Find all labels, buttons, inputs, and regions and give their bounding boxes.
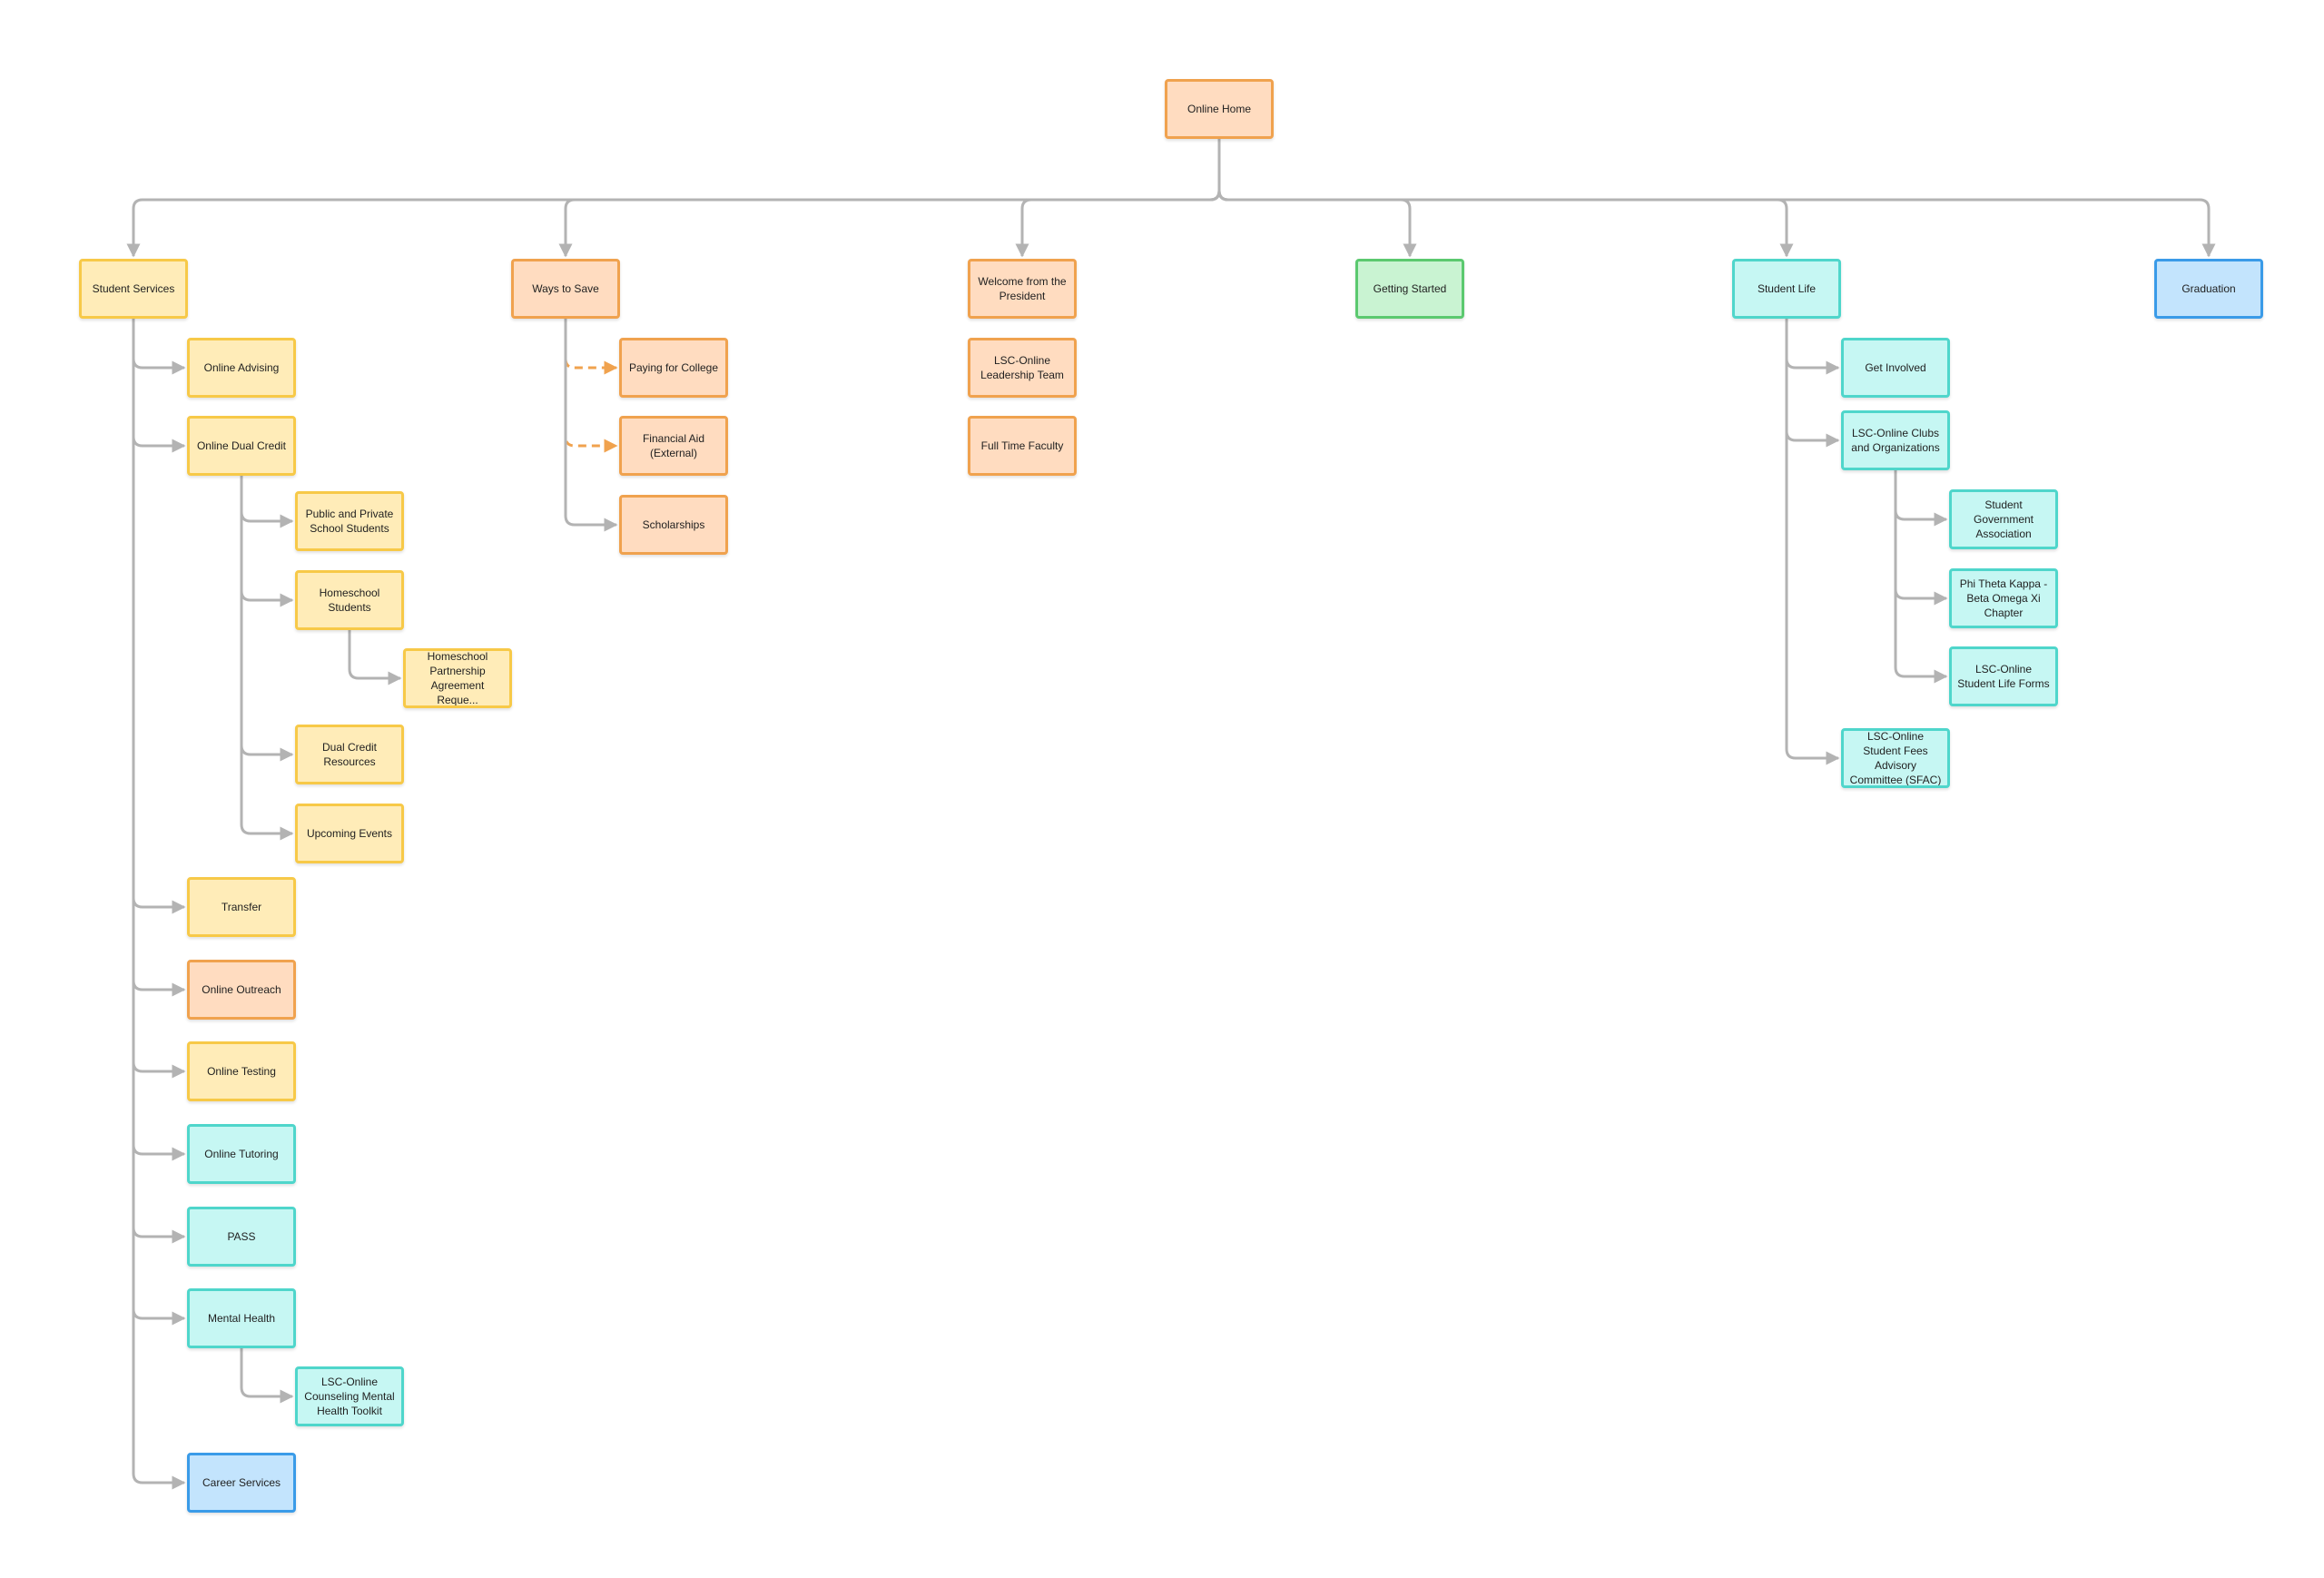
node-pass[interactable]: PASS [187, 1207, 296, 1267]
connector-clubs-orgs-to-phi-theta-kappa [1894, 470, 1948, 606]
node-online-testing[interactable]: Online Testing [187, 1041, 296, 1101]
connector-student-services-to-mental-health [132, 319, 186, 1326]
connector-mental-health-to-counseling-toolkit [240, 1348, 294, 1404]
node-graduation[interactable]: Graduation [2154, 259, 2263, 319]
node-label: Ways to Save [532, 282, 599, 295]
connector-online-dual-credit-to-upcoming-events [240, 476, 294, 841]
connector-online-home-to-student-services [126, 139, 1221, 258]
node-financial-aid[interactable]: Financial Aid (External) [619, 416, 728, 476]
connector-online-home-to-student-life [1217, 139, 1794, 258]
node-label: Homeschool Students [319, 587, 380, 614]
node-student-services[interactable]: Student Services [79, 259, 188, 319]
node-scholarships[interactable]: Scholarships [619, 495, 728, 555]
node-label: LSC-Online Student Fees Advisory Committ… [1849, 730, 1942, 786]
connector-online-dual-credit-to-dual-credit-resources [240, 476, 294, 762]
connector-online-dual-credit-to-public-private [240, 476, 294, 528]
node-label: Welcome from the President [978, 275, 1067, 302]
node-paying-for-college[interactable]: Paying for College [619, 338, 728, 398]
node-phi-theta-kappa[interactable]: Phi Theta Kappa - Beta Omega Xi Chapter [1949, 568, 2058, 628]
node-label: LSC-Online Clubs and Organizations [1851, 427, 1940, 454]
node-label: Phi Theta Kappa - Beta Omega Xi Chapter [1959, 577, 2048, 619]
node-getting-started[interactable]: Getting Started [1355, 259, 1464, 319]
node-label: Online Outreach [202, 983, 281, 996]
node-label: Get Involved [1865, 361, 1926, 374]
connector-ways-to-save-to-scholarships [564, 319, 618, 532]
connector-student-services-to-online-advising [132, 319, 186, 375]
node-online-outreach[interactable]: Online Outreach [187, 960, 296, 1020]
node-public-private[interactable]: Public and Private School Students [295, 491, 404, 551]
node-get-involved[interactable]: Get Involved [1841, 338, 1950, 398]
node-sfac[interactable]: LSC-Online Student Fees Advisory Committ… [1841, 728, 1950, 788]
node-label: Online Advising [203, 361, 280, 374]
node-upcoming-events[interactable]: Upcoming Events [295, 804, 404, 863]
node-label: Homeschool Partnership Agreement Reque..… [427, 650, 488, 706]
connector-student-life-to-clubs-orgs [1785, 319, 1840, 448]
connector-ways-to-save-to-financial-aid [564, 319, 618, 453]
node-label: Transfer [221, 901, 262, 913]
connector-student-services-to-online-testing [132, 319, 186, 1079]
connector-clubs-orgs-to-sga [1894, 470, 1948, 527]
node-label: Upcoming Events [306, 827, 393, 840]
node-label: Dual Credit Resources [321, 741, 378, 768]
connector-student-services-to-transfer [132, 319, 186, 914]
connector-online-home-to-welcome-president [1015, 139, 1221, 258]
node-label: Scholarships [642, 518, 705, 531]
node-online-advising[interactable]: Online Advising [187, 338, 296, 398]
connector-student-services-to-career-services [132, 319, 186, 1490]
node-label: Graduation [2181, 282, 2236, 295]
node-label: Online Testing [207, 1065, 276, 1078]
node-label: Online Tutoring [204, 1148, 279, 1160]
node-label: LSC-Online Leadership Team [980, 354, 1064, 381]
node-label: Online Dual Credit [196, 439, 287, 452]
node-homeschool-students[interactable]: Homeschool Students [295, 570, 404, 630]
node-label: Full Time Faculty [980, 439, 1064, 452]
node-online-dual-credit[interactable]: Online Dual Credit [187, 416, 296, 476]
connector-online-home-to-ways-to-save [558, 139, 1221, 258]
node-transfer[interactable]: Transfer [187, 877, 296, 937]
node-label: Public and Private School Students [305, 508, 394, 535]
connector-clubs-orgs-to-student-life-forms [1894, 470, 1948, 684]
node-label: Mental Health [207, 1312, 276, 1325]
node-homeschool-partnership[interactable]: Homeschool Partnership Agreement Reque..… [403, 648, 512, 708]
node-label: Student Government Association [1973, 498, 2034, 540]
node-mental-health[interactable]: Mental Health [187, 1288, 296, 1348]
node-sga[interactable]: Student Government Association [1949, 489, 2058, 549]
node-label: Student Services [92, 282, 175, 295]
connector-homeschool-students-to-homeschool-partnership [348, 630, 402, 685]
connector-student-services-to-online-tutoring [132, 319, 186, 1161]
node-label: PASS [227, 1230, 256, 1243]
node-label: LSC-Online Student Life Forms [1957, 663, 2050, 690]
node-student-life-forms[interactable]: LSC-Online Student Life Forms [1949, 646, 2058, 706]
node-counseling-toolkit[interactable]: LSC-Online Counseling Mental Health Tool… [295, 1366, 404, 1426]
node-leadership-team[interactable]: LSC-Online Leadership Team [968, 338, 1077, 398]
node-full-time-faculty[interactable]: Full Time Faculty [968, 416, 1077, 476]
node-label: Paying for College [628, 361, 719, 374]
node-label: LSC-Online Counseling Mental Health Tool… [304, 1376, 395, 1417]
connector-online-home-to-getting-started [1217, 139, 1417, 258]
connector-student-services-to-online-outreach [132, 319, 186, 997]
connector-student-services-to-online-dual-credit [132, 319, 186, 453]
connector-online-home-to-graduation [1217, 139, 2216, 258]
node-career-services[interactable]: Career Services [187, 1453, 296, 1513]
node-label: Getting Started [1373, 282, 1447, 295]
connector-student-life-to-sfac [1785, 319, 1840, 765]
node-welcome-president[interactable]: Welcome from the President [968, 259, 1077, 319]
node-label: Student Life [1757, 282, 1817, 295]
node-clubs-orgs[interactable]: LSC-Online Clubs and Organizations [1841, 410, 1950, 470]
node-dual-credit-resources[interactable]: Dual Credit Resources [295, 725, 404, 784]
node-online-home[interactable]: Online Home [1165, 79, 1274, 139]
node-ways-to-save[interactable]: Ways to Save [511, 259, 620, 319]
node-online-tutoring[interactable]: Online Tutoring [187, 1124, 296, 1184]
node-label: Online Home [1187, 103, 1252, 115]
node-student-life[interactable]: Student Life [1732, 259, 1841, 319]
connector-student-life-to-get-involved [1785, 319, 1840, 375]
connector-online-dual-credit-to-homeschool-students [240, 476, 294, 607]
connector-ways-to-save-to-paying-for-college [564, 319, 618, 375]
node-label: Financial Aid (External) [642, 432, 705, 459]
node-label: Career Services [202, 1476, 281, 1489]
connector-student-services-to-pass [132, 319, 186, 1244]
